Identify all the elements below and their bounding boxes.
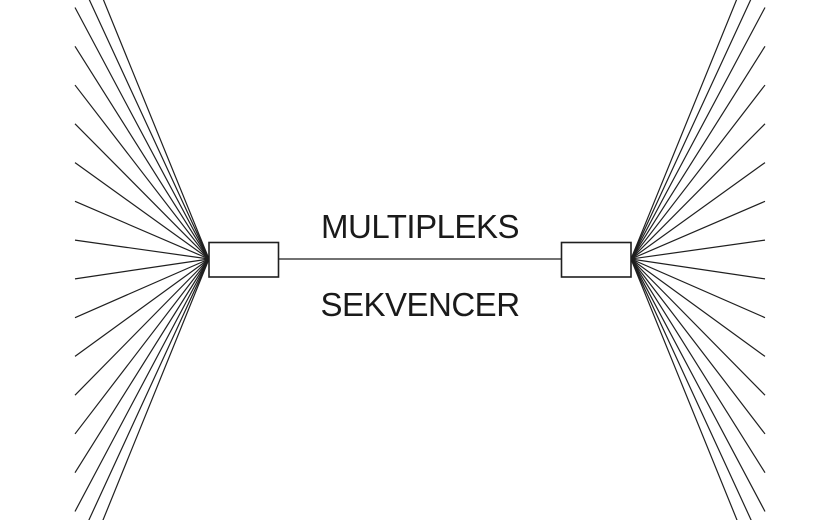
fan-line (74, 258, 210, 474)
fan-lines-layer (74, 0, 766, 520)
fan-line (74, 45, 210, 260)
fan-line (74, 123, 210, 260)
fan-line (630, 258, 766, 512)
label-sekvencer: SEKVENCER (320, 286, 519, 323)
fan-line (74, 239, 210, 260)
left-node-box (208, 241, 280, 278)
right-fan (630, 0, 766, 520)
fan-line (88, 258, 210, 520)
fan-line (74, 258, 210, 396)
fan-line (102, 0, 210, 260)
fan-line (74, 258, 210, 512)
fan-line (74, 84, 210, 260)
fan-line (74, 162, 210, 260)
fan-line (74, 258, 210, 357)
fan-line (630, 258, 766, 319)
shapes-layer (208, 241, 632, 278)
fan-line (630, 258, 766, 435)
label-multipleks: MULTIPLEKS (321, 208, 519, 245)
fan-line (88, 0, 210, 260)
fan-line (630, 7, 766, 260)
right-node-box (560, 241, 632, 278)
fan-line (74, 258, 210, 435)
fan-line (74, 258, 210, 319)
fan-line (630, 258, 766, 357)
fan-line (630, 258, 752, 520)
fan-line (74, 7, 210, 260)
fan-line (630, 239, 766, 260)
fan-line (630, 200, 766, 260)
fan-line (630, 45, 766, 260)
fan-line (630, 123, 766, 260)
fan-line (630, 258, 766, 396)
fan-line (102, 258, 210, 520)
fan-line (630, 0, 752, 260)
fan-line (630, 258, 738, 520)
fan-line (630, 162, 766, 260)
fan-line (74, 258, 210, 280)
fan-line (630, 258, 766, 474)
fan-line (630, 258, 766, 280)
left-fan (74, 0, 210, 520)
fan-line (74, 200, 210, 260)
fan-line (630, 84, 766, 260)
fan-line (630, 0, 738, 260)
